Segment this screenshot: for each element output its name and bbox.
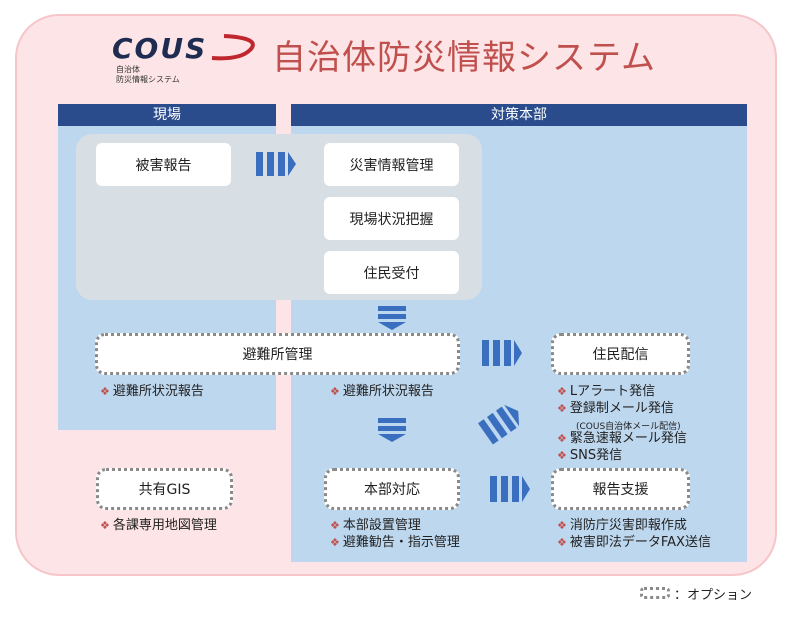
list-item: ❖避難勧告・指示管理: [330, 535, 460, 550]
diamond-bullet-icon: ❖: [330, 385, 340, 398]
right-arrow-icon: [490, 476, 530, 502]
list-item: ❖登録制メール発信: [557, 401, 674, 416]
down-arrow-icon: [378, 418, 406, 442]
diamond-bullet-icon: ❖: [557, 519, 567, 532]
diamond-bullet-icon: ❖: [557, 385, 567, 398]
shelter-mgmt-box: 避難所管理: [95, 333, 460, 375]
list-item: ❖Lアラート発信: [557, 384, 656, 399]
list-item: ❖避難所状況報告: [330, 384, 434, 399]
diamond-bullet-icon: ❖: [100, 519, 110, 532]
diamond-bullet-icon: ❖: [330, 536, 340, 549]
logo-subtitle-1: 自治体: [116, 65, 140, 74]
diamond-bullet-icon: ❖: [557, 432, 567, 445]
list-item: ❖SNS発信: [557, 448, 623, 463]
diamond-bullet-icon: ❖: [100, 385, 110, 398]
list-item: ❖本部設置管理: [330, 518, 421, 533]
down-arrow-icon: [378, 306, 406, 330]
logo-word: COUS: [112, 32, 208, 65]
logo-subtitle-2: 防災情報システム: [116, 75, 180, 84]
diamond-bullet-icon: ❖: [557, 402, 567, 415]
list-item: ❖消防庁災害即報作成: [557, 518, 687, 533]
page-title: 自治体防災情報システム: [272, 38, 656, 78]
damage-report-box: 被害報告: [96, 143, 231, 186]
diamond-bullet-icon: ❖: [557, 449, 567, 462]
right-arrow-icon: [482, 340, 522, 366]
report-support-box: 報告支援: [551, 468, 690, 510]
cous-logo: COUS 自治体 防災情報システム: [112, 32, 262, 92]
hq-response-box: 本部対応: [324, 468, 460, 510]
diagonal-arrow-icon: [478, 404, 520, 445]
resident-reception-box: 住民受付: [324, 251, 459, 294]
list-item: ❖各課専用地図管理: [100, 518, 217, 533]
diamond-bullet-icon: ❖: [557, 536, 567, 549]
legend-swatch: [640, 587, 670, 599]
list-item: ❖避難所状況報告: [100, 384, 204, 399]
resident-delivery-box: 住民配信: [551, 333, 690, 375]
site-status-box: 現場状況把握: [324, 197, 459, 240]
legend-label: ：オプション: [674, 588, 753, 603]
right-arrow-icon: [256, 152, 296, 176]
delivery-note: (COUS自治体メール配信): [576, 422, 681, 432]
header-hq: 対策本部: [291, 104, 747, 126]
list-item: ❖被害即法データFAX送信: [557, 535, 711, 550]
logo-swoosh-icon: [211, 34, 255, 61]
list-item: ❖緊急速報メール発信: [557, 431, 687, 446]
diamond-bullet-icon: ❖: [330, 519, 340, 532]
disaster-info-box: 災害情報管理: [324, 143, 459, 186]
shared-gis-box: 共有GIS: [96, 468, 233, 510]
header-field: 現場: [58, 104, 276, 126]
